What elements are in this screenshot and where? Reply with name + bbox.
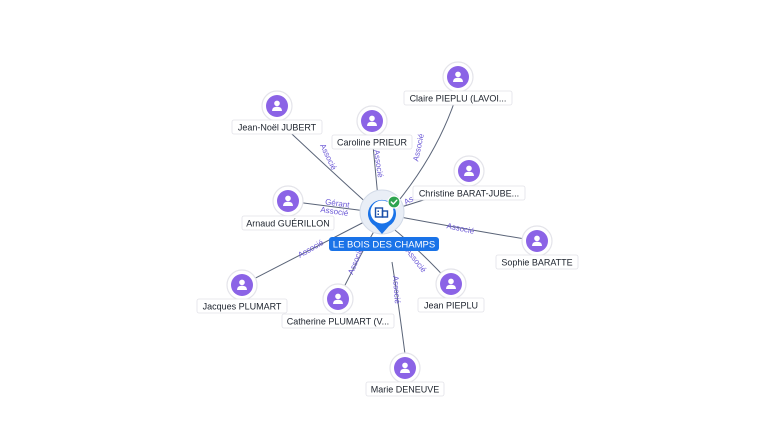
- center-label-box: [329, 237, 439, 251]
- person-node-arnaud[interactable]: Arnaud GUÉRILLON: [241, 185, 335, 231]
- person-icon: [446, 278, 456, 289]
- person-name: Catherine PLUMART (V...: [287, 317, 389, 327]
- person-node-catherine[interactable]: Catherine PLUMART (V...: [281, 283, 395, 329]
- person-icon: [367, 115, 377, 126]
- nodes-layer: Claire PIEPLU (LAVOI... Jean-Noël JUBERT C…: [196, 61, 579, 397]
- person-node-caroline[interactable]: Caroline PRIEUR: [331, 105, 413, 150]
- person-label-box: [241, 215, 335, 231]
- person-label-box: [365, 381, 445, 397]
- person-name: Jean-Noël JUBERT: [238, 123, 317, 133]
- edge-label-arnaud-1: Associé: [320, 205, 350, 218]
- person-node-claire[interactable]: Claire PIEPLU (LAVOI...: [403, 61, 513, 106]
- person-name: Sophie BARATTE: [501, 258, 572, 268]
- person-label-box: [196, 298, 288, 314]
- check-icon: [387, 195, 401, 209]
- person-icon: [272, 100, 282, 111]
- edge-label-jacques-0: Associé: [296, 238, 325, 260]
- person-node-sophie[interactable]: Sophie BARATTE: [495, 225, 579, 270]
- person-icon: [333, 293, 343, 304]
- center-company-name: LE BOIS DES CHAMPS: [333, 240, 435, 251]
- person-icon: [453, 71, 463, 82]
- building-icon: [374, 207, 389, 218]
- edge-label-claire-0: Associé: [411, 132, 426, 162]
- person-node-jacques[interactable]: Jacques PLUMART: [196, 269, 288, 314]
- edge-label-caroline-0: Associé: [372, 149, 385, 179]
- person-icon: [464, 165, 474, 176]
- person-name: Marie DENEUVE: [371, 385, 440, 395]
- person-node-jean[interactable]: Jean PIEPLU: [417, 268, 485, 313]
- person-label-box: [231, 119, 323, 135]
- person-name: Caroline PRIEUR: [337, 138, 408, 148]
- person-icon: [532, 235, 542, 246]
- edge-label-sophie-0: Associé: [446, 221, 476, 236]
- person-icon: [237, 279, 247, 290]
- person-name: Claire PIEPLU (LAVOI...: [410, 94, 507, 104]
- person-label-box: [403, 90, 513, 106]
- person-label-box: [281, 313, 395, 329]
- center-company-node[interactable]: LE BOIS DES CHAMPS: [329, 189, 439, 251]
- person-label-box: [417, 297, 485, 313]
- person-name: Arnaud GUÉRILLON: [246, 219, 330, 229]
- edge-label-marie-0: Associé: [391, 276, 402, 305]
- person-name: Jean PIEPLU: [424, 301, 478, 311]
- person-label-box: [495, 254, 579, 270]
- edge-marie: [391, 261, 406, 355]
- person-name: Jacques PLUMART: [203, 302, 282, 312]
- person-name: Christine BARAT-JUBE...: [419, 189, 519, 199]
- person-label-box: [331, 134, 413, 150]
- edge-label-arnaud-0: Gérant: [325, 197, 351, 209]
- person-node-jeannoel[interactable]: Jean-Noël JUBERT: [231, 90, 323, 135]
- person-node-christine[interactable]: Christine BARAT-JUBE...: [412, 155, 526, 201]
- person-label-box: [412, 185, 526, 201]
- person-node-marie[interactable]: Marie DENEUVE: [365, 352, 445, 397]
- person-icon: [283, 195, 293, 206]
- person-icon: [400, 362, 410, 373]
